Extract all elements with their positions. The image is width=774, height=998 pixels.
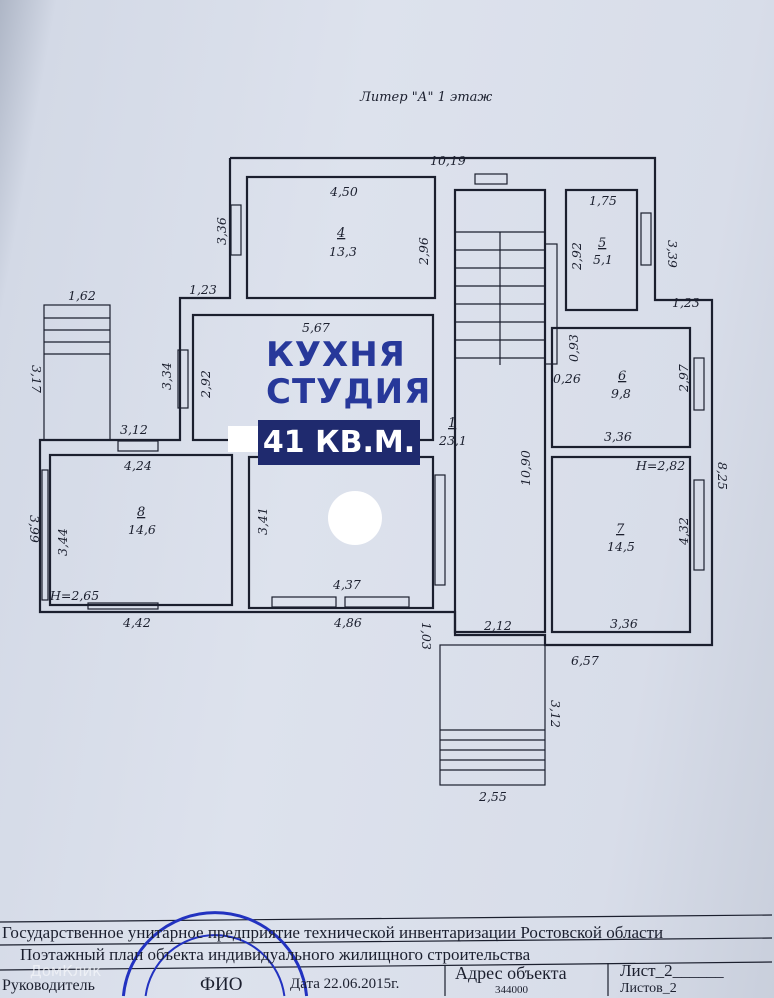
room-area: 14,5 [607, 539, 635, 554]
svg-text:2,97: 2,97 [676, 364, 691, 393]
room-number: 5 [598, 236, 606, 251]
svg-text:2,55: 2,55 [478, 789, 507, 804]
overlay-area-badge: 41 КВ.М. [258, 420, 420, 465]
room-area: 14,6 [128, 522, 156, 537]
fio-label: ФИО [200, 974, 243, 995]
room-area: 9,8 [611, 386, 631, 401]
svg-text:3,17: 3,17 [29, 365, 44, 393]
plan-title: Литер "А" 1 этаж [359, 90, 492, 105]
svg-text:4,50: 4,50 [329, 184, 358, 199]
svg-text:1,23: 1,23 [672, 295, 700, 310]
address-value: 344000 [495, 984, 528, 996]
room-5 [564, 188, 639, 312]
svg-text:3,34: 3,34 [159, 362, 174, 390]
svg-text:10,19: 10,19 [430, 153, 466, 168]
svg-text:4,32: 4,32 [676, 517, 691, 546]
svg-text:3,36: 3,36 [214, 217, 229, 245]
date-label: Дата 22.06.2015г. [290, 976, 400, 992]
svg-text:2,12: 2,12 [483, 618, 512, 633]
svg-text:8,25: 8,25 [715, 462, 730, 490]
svg-text:4,37: 4,37 [332, 577, 361, 592]
room-number: 8 [137, 505, 145, 520]
watermark: ДомКлик [30, 962, 102, 980]
svg-text:3,12: 3,12 [548, 700, 563, 728]
svg-text:3,12: 3,12 [120, 422, 148, 437]
svg-text:2,96: 2,96 [416, 237, 431, 266]
svg-text:H=2,82: H=2,82 [635, 458, 685, 473]
svg-text:3,44: 3,44 [55, 528, 70, 556]
svg-text:H=2,65: H=2,65 [49, 588, 99, 603]
porch [439, 644, 546, 786]
room-1 [453, 188, 547, 634]
porch-steps [440, 729, 545, 771]
address-label: Адрес объекта [455, 963, 567, 983]
head-label: Руководитель [2, 977, 95, 994]
svg-text:4,86: 4,86 [333, 615, 362, 630]
svg-text:3,36: 3,36 [604, 429, 632, 444]
sheet-number: Лист_2______ [620, 961, 724, 980]
left-stair-treads [44, 317, 110, 355]
svg-text:2,92: 2,92 [569, 242, 584, 271]
svg-text:6,57: 6,57 [571, 653, 599, 668]
svg-text:2,92: 2,92 [198, 370, 213, 399]
windows [41, 173, 705, 610]
svg-text:4,24: 4,24 [123, 458, 152, 473]
svg-text:1,62: 1,62 [68, 288, 96, 303]
svg-text:1,75: 1,75 [589, 193, 617, 208]
room-8 [48, 453, 234, 607]
svg-text:1,03: 1,03 [419, 622, 434, 650]
left-stairs [43, 304, 111, 441]
outer-wall [38, 156, 714, 647]
document-name: Поэтажный план объекта индивидуального ж… [20, 945, 531, 964]
svg-text:5,67: 5,67 [302, 320, 330, 335]
official-stamp [121, 911, 309, 997]
room-number: 4 [336, 226, 345, 241]
overlay-white-strip [228, 426, 260, 452]
overlay-line1: КУХНЯ [266, 335, 406, 375]
room-area: 5,1 [593, 252, 613, 267]
svg-text:3,36: 3,36 [610, 616, 638, 631]
room-number: 1 [448, 416, 456, 431]
sheet-count: Листов_2 [620, 981, 677, 996]
svg-text:10,90: 10,90 [518, 450, 533, 486]
room-area: 13,3 [329, 244, 357, 259]
inner-stairs [455, 231, 558, 365]
org-name: Государственное унитарное предприятие те… [2, 923, 664, 942]
dimension-labels: 10,19 4,50 2,96 3,36 1,75 2,92 3,39 1,23… [27, 153, 730, 804]
overlay-line2: СТУДИЯ [266, 372, 432, 412]
room-number: 7 [616, 522, 625, 537]
svg-text:0,26: 0,26 [553, 371, 581, 386]
svg-text:0,93: 0,93 [566, 334, 581, 362]
room-6 [550, 326, 692, 449]
svg-text:4,42: 4,42 [122, 615, 151, 630]
room-area: 23,1 [438, 433, 467, 448]
redaction-blob [328, 491, 382, 545]
svg-text:3,39: 3,39 [665, 240, 680, 268]
svg-text:3,99: 3,99 [27, 515, 42, 543]
room-4 [245, 175, 437, 300]
room-7 [550, 455, 692, 634]
room-number: 6 [618, 369, 626, 384]
svg-text:3,41: 3,41 [255, 507, 270, 535]
svg-text:1,23: 1,23 [189, 282, 217, 297]
